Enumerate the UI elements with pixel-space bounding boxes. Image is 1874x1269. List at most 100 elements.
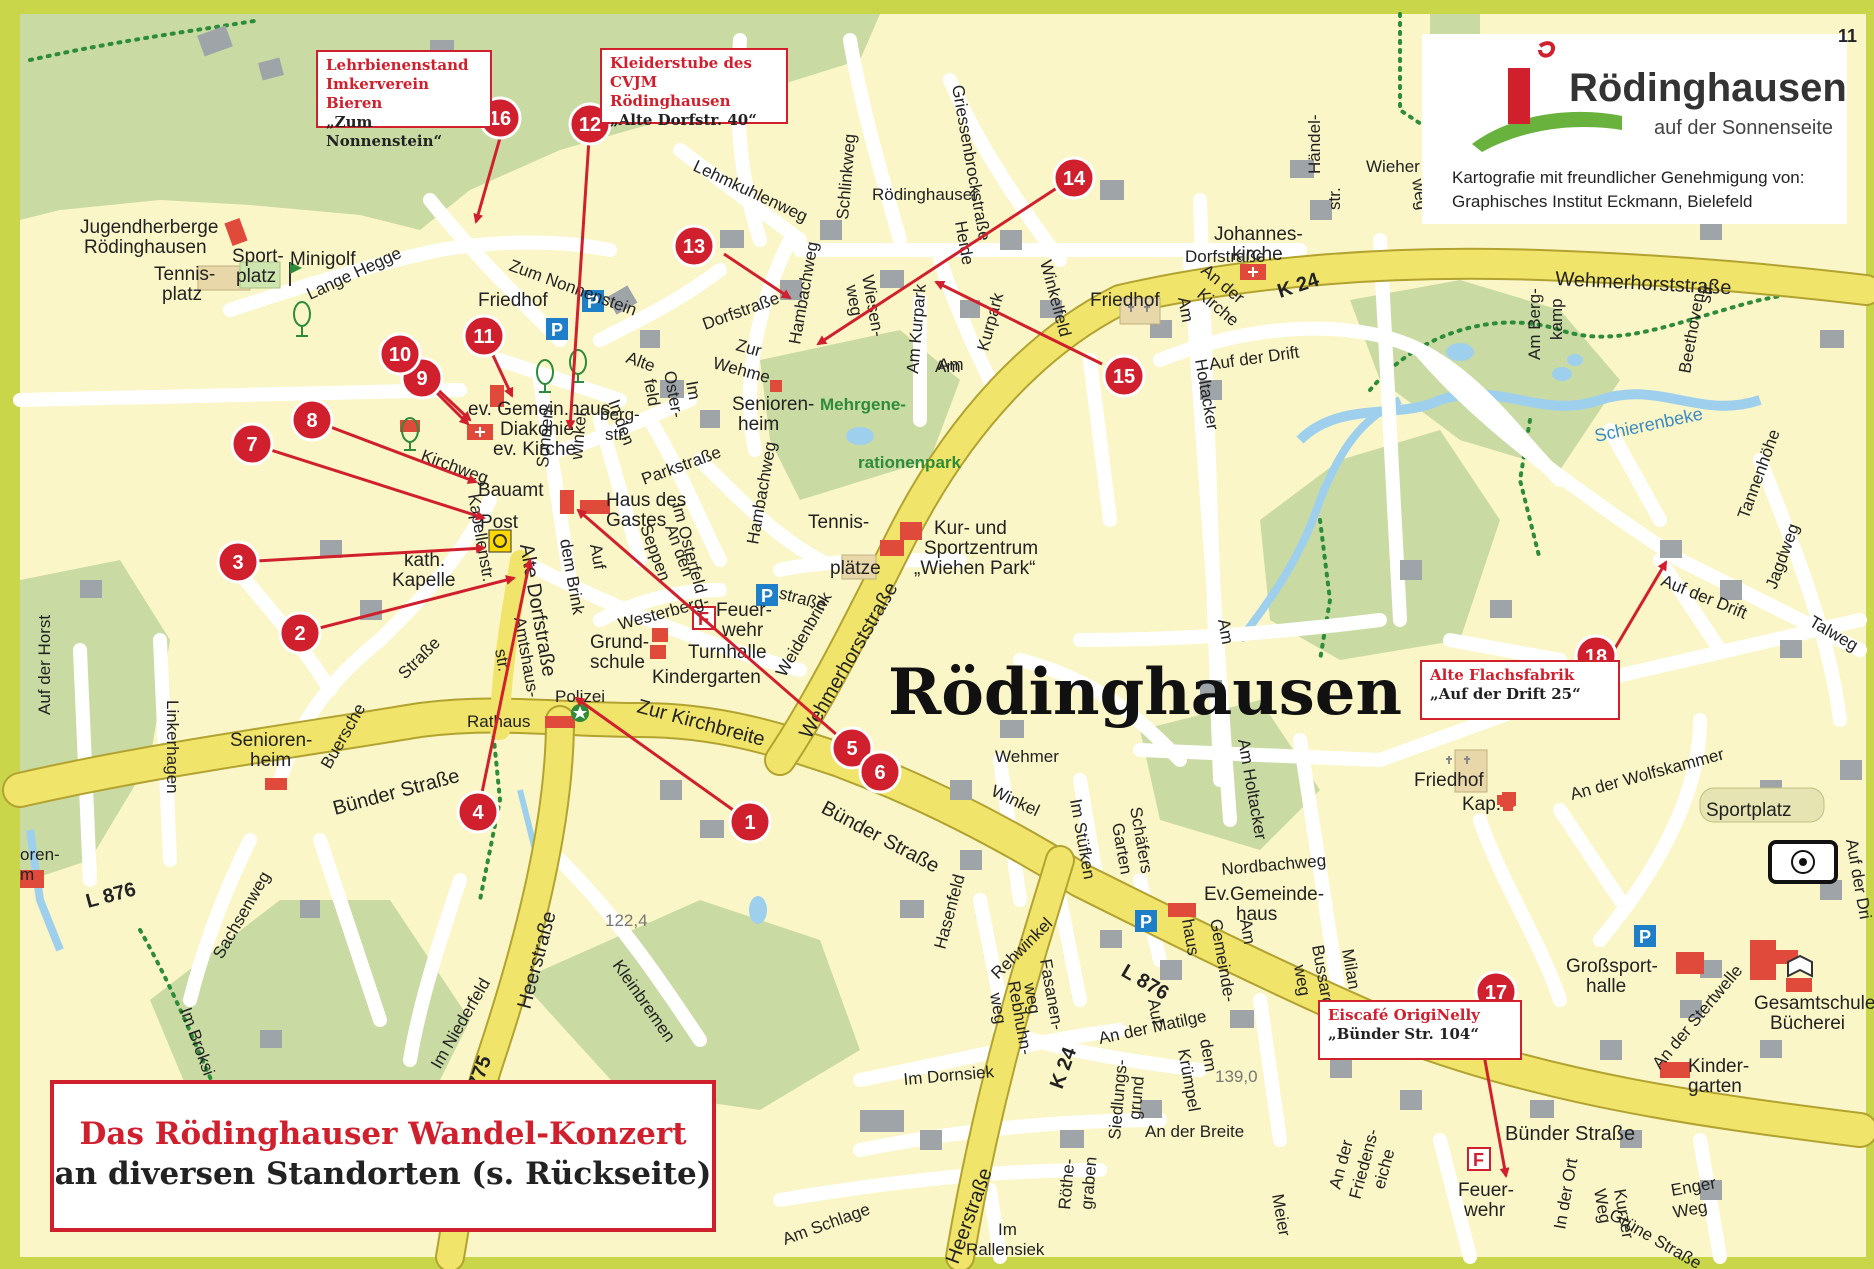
road-label: An der Breite [1145, 1122, 1244, 1141]
road-label: Am [1236, 917, 1259, 945]
road-label: Am Berg- [1525, 288, 1544, 360]
marker-16[interactable]: 16 [478, 96, 522, 140]
place-label: Sportplatz [1706, 800, 1792, 821]
credit-line: Kartografie mit freundlicher Genehmigung… [1452, 168, 1805, 187]
church-icon [467, 424, 493, 440]
svg-text:1: 1 [744, 812, 755, 834]
place-label: Feuer- [1458, 1180, 1514, 1201]
marker-14[interactable]: 14 [1052, 156, 1096, 200]
marker-13[interactable]: 13 [672, 224, 716, 268]
road-label: oren- [20, 845, 60, 864]
place-label: Großsport- [1566, 956, 1658, 977]
svg-text:2: 2 [294, 623, 305, 645]
place-label: Bauamt [478, 480, 544, 501]
callout-title: Lehrbienenstand [326, 56, 469, 74]
callout-address: „Bünder Str. 104“ [1328, 1025, 1479, 1043]
road-label: Bünder Straße [1505, 1123, 1635, 1145]
place-label: Post [480, 512, 519, 533]
place-label: Minigolf [290, 249, 356, 270]
road-label: Am [1174, 295, 1197, 323]
road-label: Am [935, 357, 961, 376]
road-label: str. [1695, 279, 1718, 305]
svg-text:8: 8 [306, 410, 317, 432]
road-label: Am [938, 355, 964, 374]
road-label: Rödinghauser [872, 185, 978, 204]
place-label: Tennis- [808, 512, 869, 533]
place-label: platz [236, 266, 276, 287]
route-markers[interactable]: 1 2 3 4 5 6 7 8 9 10 11 12 13 14 15 16 1… [216, 96, 1618, 1014]
marker-4[interactable]: 4 [456, 790, 500, 834]
marker-5[interactable]: 5 [830, 726, 874, 770]
logo-mark [1472, 41, 1622, 152]
callout-18[interactable]: Alte Flachsfabrik „Auf der Drift 25“ [1420, 660, 1620, 720]
road-label: graben [1077, 1156, 1101, 1210]
graveyard-icon [1128, 304, 1470, 764]
place-label: Rödinghausen [84, 237, 207, 258]
place-label: Kapelle [392, 570, 455, 591]
place-label: heim [250, 750, 291, 771]
marker-15[interactable]: 15 [1102, 354, 1146, 398]
concert-subtitle: an diversen Standorten (s. Rückseite) [54, 1156, 712, 1192]
svg-text:12: 12 [579, 114, 601, 136]
marker-1[interactable]: 1 [728, 800, 772, 844]
place-label: Friedhof [1414, 770, 1484, 791]
marker-8[interactable]: 8 [290, 398, 334, 442]
fire-station-icon: F [1467, 1147, 1491, 1171]
road-label: grund [1125, 1075, 1148, 1120]
place-label: Grund- [590, 632, 649, 653]
marker-6[interactable]: 6 [858, 750, 902, 794]
road-label: Im [682, 379, 704, 401]
place-label: wehr [721, 620, 764, 641]
marker-3[interactable]: 3 [216, 540, 260, 584]
place-label: Senioren- [230, 730, 312, 751]
svg-text:3: 3 [232, 552, 243, 574]
road-label: Dorfstraße [1185, 247, 1265, 266]
place-label: kath. [404, 550, 445, 571]
svg-text:13: 13 [683, 236, 705, 258]
svg-text:P: P [1639, 927, 1651, 947]
callout-16[interactable]: Lehrbienenstand Imkerverein Bieren „Zum … [316, 50, 492, 150]
place-label: Polizei [555, 687, 605, 706]
place-label: rationenpark [858, 453, 962, 472]
elevation-label: 139,0 [1215, 1067, 1258, 1086]
road-label: kamp [1547, 298, 1566, 340]
credit-line: Graphisches Institut Eckmann, Bielefeld [1452, 192, 1753, 211]
place-label: Sportzentrum [924, 538, 1038, 559]
road-label: Im [998, 1220, 1017, 1239]
parking-icon: P [582, 290, 604, 312]
place-label: ev. Gemein.haus [468, 399, 610, 420]
svg-text:11: 11 [473, 326, 494, 348]
logo-panel: Rödinghausen auf der Sonnenseite Kartogr… [1422, 34, 1847, 224]
marker-11[interactable]: 11 [462, 314, 506, 358]
place-label: haus [1236, 904, 1277, 925]
marker-7[interactable]: 7 [230, 422, 274, 466]
marker-2[interactable]: 2 [278, 611, 322, 655]
place-label: Bücherei [1770, 1013, 1845, 1034]
parking-icon: P [1634, 925, 1656, 947]
svg-text:9: 9 [416, 368, 427, 390]
place-label: garten [1688, 1076, 1742, 1097]
svg-text:15: 15 [1113, 366, 1135, 388]
place-label: halle [1586, 976, 1626, 997]
place-label: Friedhof [478, 290, 548, 311]
town-name: Rödinghausen [888, 655, 1402, 730]
place-label: Gesamtschule [1754, 993, 1874, 1014]
callout-address: „Zum Nonnenstein“ [326, 113, 443, 150]
marker-10[interactable]: 10 [378, 332, 422, 376]
svg-text:P: P [551, 320, 563, 340]
callout-17[interactable]: Eiscafé OrigiNelly „Bünder Str. 104“ [1318, 1000, 1522, 1060]
place-label: „Wiehen Park“ [914, 558, 1035, 579]
minigolf-flag-icon [289, 262, 302, 286]
road-label: Röthe- [1055, 1158, 1078, 1210]
svg-text:7: 7 [246, 434, 257, 456]
parking-icon: P [1135, 910, 1157, 932]
place-label: platz [162, 284, 202, 305]
svg-text:P: P [1140, 912, 1152, 932]
place-label: schule [590, 652, 645, 673]
road-label: Auf [586, 542, 609, 571]
callout-12[interactable]: Kleiderstube des CVJM Rödinghausen „Alte… [600, 48, 788, 129]
svg-text:10: 10 [389, 344, 411, 366]
place-label: Diakonie [500, 419, 574, 440]
place-label: plätze [830, 558, 881, 579]
